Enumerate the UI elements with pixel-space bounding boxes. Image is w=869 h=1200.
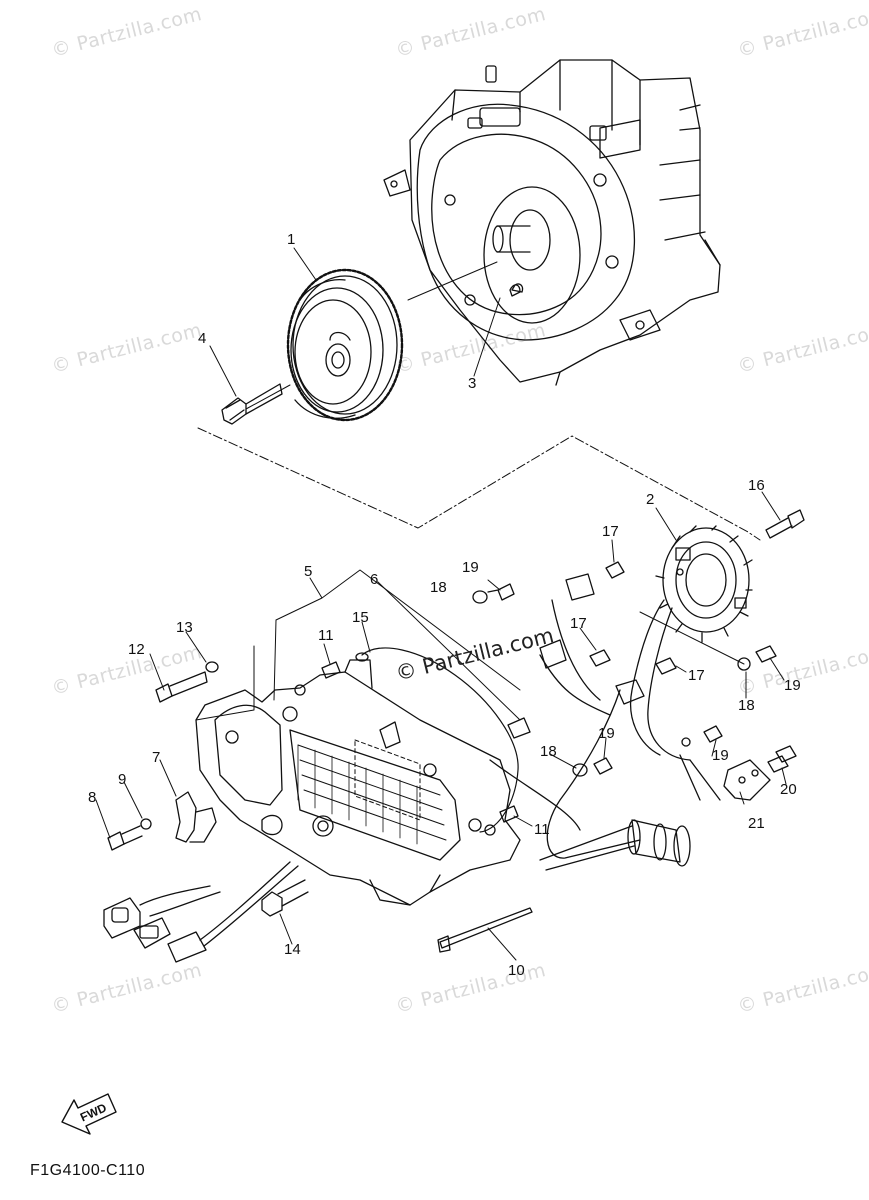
callout-13: 13 [176,619,193,636]
stator-wiring [489,573,721,859]
callout-18: 18 [430,579,447,596]
cover-bolt [155,661,219,703]
diagram-code: F1G4100-C110 [30,1162,146,1179]
callout-10: 10 [508,962,525,979]
callout-20: 20 [780,781,797,798]
callout-21: 21 [748,815,765,832]
wire-grommet [539,759,771,871]
callout-6: 6 [370,571,378,588]
flywheel [286,268,404,422]
woodruff-key [509,284,521,297]
callout-15: 15 [352,609,369,626]
callout-7: 7 [152,749,160,766]
callout-numbers: 1 2 3 4 5 6 7 8 9 10 11 11 12 13 14 15 1… [88,231,801,979]
dowel-pin [321,661,519,823]
leader-lines [95,247,787,961]
clamp [175,791,217,843]
magneto-cover [195,659,521,906]
wire-harness-connector [103,861,299,963]
stator [655,525,753,643]
callout-18: 18 [738,697,755,714]
callout-4: 4 [198,330,206,347]
callout-11: 11 [318,627,334,644]
housing-bolt [261,879,309,917]
callout-19: 19 [598,725,615,742]
stator-bolt [765,509,805,539]
callout-3: 3 [468,375,476,392]
callout-12: 12 [128,641,145,658]
small-bolts [472,561,797,777]
callout-14: 14 [284,941,301,958]
callout-17: 17 [570,615,587,632]
clamp-screw [107,818,152,851]
callout-2: 2 [646,491,654,508]
callout-5: 5 [304,563,312,580]
spacer [507,717,531,739]
callout-9: 9 [118,771,126,788]
callout-1: 1 [287,231,295,248]
callout-17: 17 [688,667,705,684]
flywheel-bolt [221,383,283,425]
fwd-arrow-icon: FWD [61,1093,117,1135]
callout-16: 16 [748,477,765,494]
callout-17: 17 [602,523,619,540]
fwd-label: FWD [78,1100,109,1124]
callout-19: 19 [462,559,479,576]
engine-block [383,59,721,386]
callout-8: 8 [88,789,96,806]
o-ring [355,652,369,662]
callout-19: 19 [712,747,729,764]
cable-tie [437,907,533,953]
callout-11: 11 [534,821,550,838]
callout-19: 19 [784,677,801,694]
callout-18: 18 [540,743,557,760]
gasket [361,647,519,833]
